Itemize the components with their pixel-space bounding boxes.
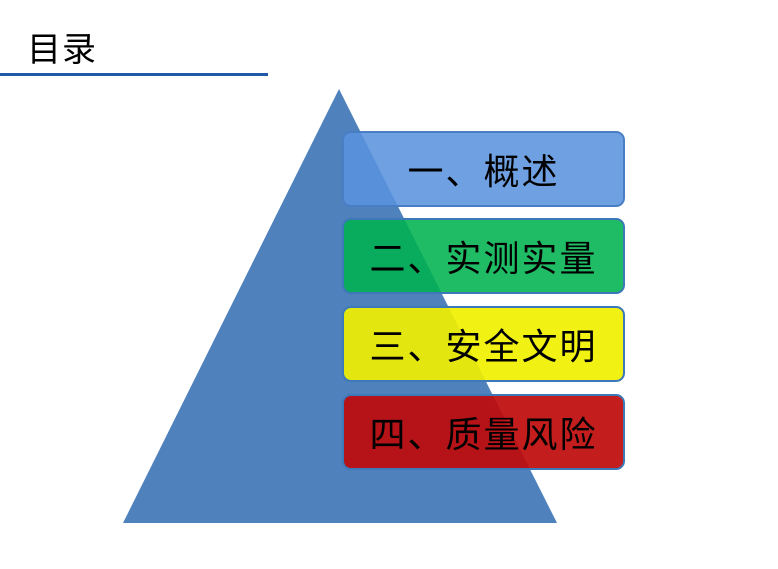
toc-item-label: 二、实测实量 [369,239,598,280]
page-title: 目录 [27,30,97,70]
toc-item-safety[interactable]: 三、安全文明 [342,306,625,382]
toc-item-quality-risk[interactable]: 四、质量风险 [342,394,625,470]
title-underline [0,73,268,76]
toc-item-overview[interactable]: 一、概述 [342,131,625,207]
toc-item-label: 四、质量风险 [369,415,598,456]
toc-item-label: 一、概述 [407,152,560,193]
toc-item-measurement[interactable]: 二、实测实量 [342,218,625,294]
toc-item-label: 三、安全文明 [369,327,598,368]
